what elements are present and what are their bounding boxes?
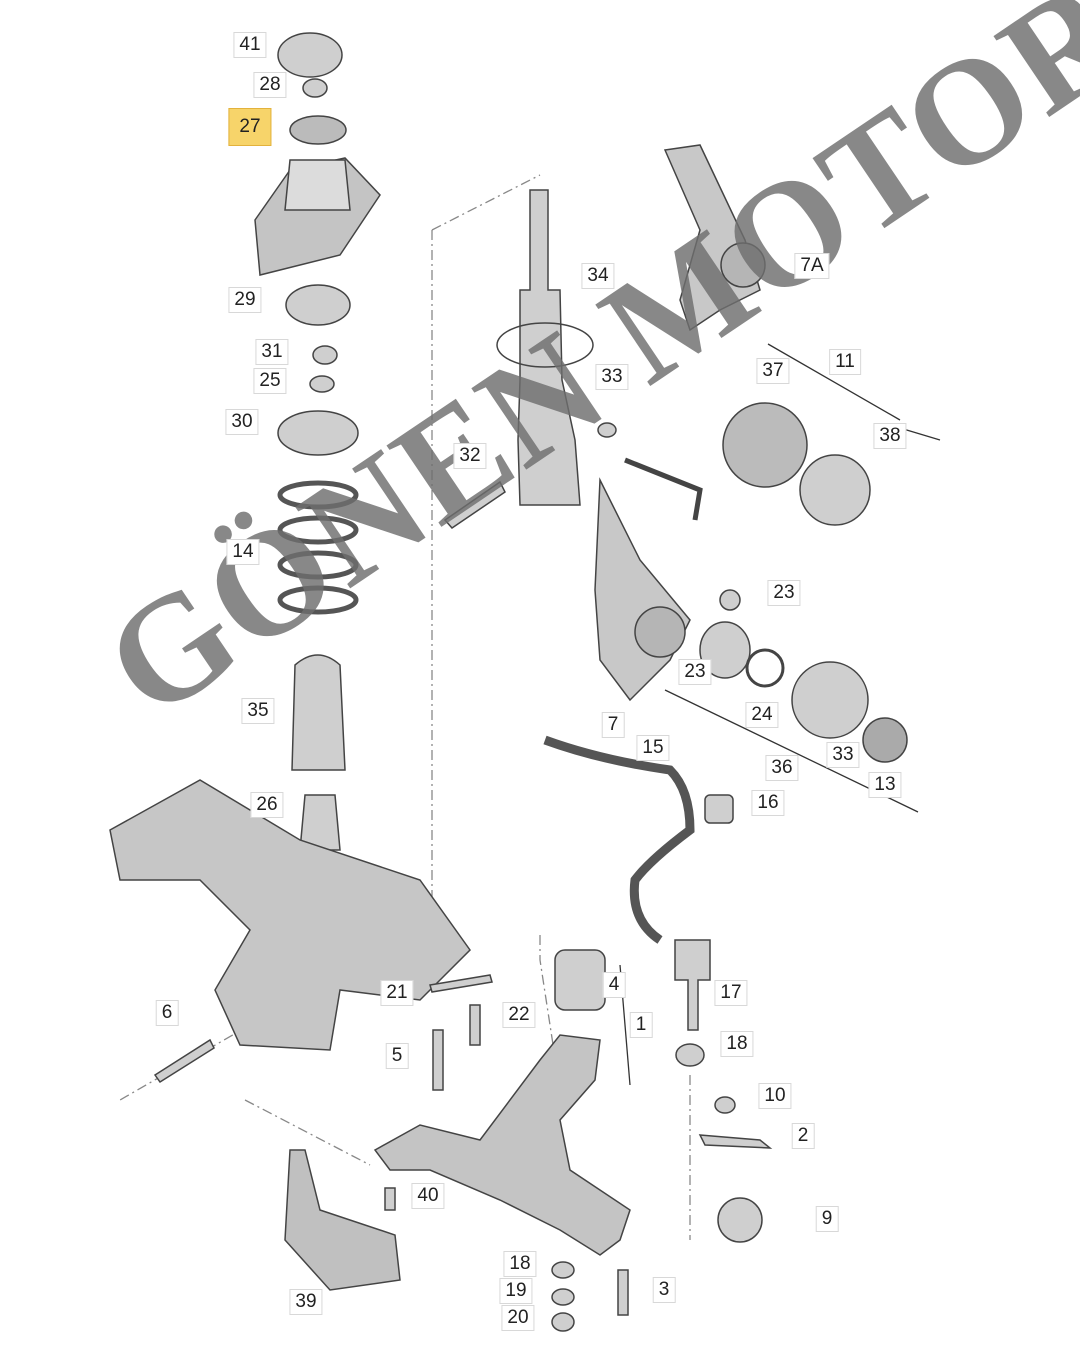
part-label: 28 [253,72,287,98]
part-19-washer [551,1288,575,1306]
part-31-nut [312,345,338,365]
part-18-nut-lower [551,1261,575,1279]
part-label: 37 [756,358,790,384]
part-label: 31 [255,339,289,365]
part-10-nut [714,1096,736,1114]
part-label: 30 [225,409,259,435]
part-label: 3 [652,1277,676,1303]
part-18-nut [675,1043,705,1067]
part-label: 16 [751,790,785,816]
part-38-hub [799,454,871,526]
part-label: 33 [595,364,629,390]
part-34-strut [517,189,581,506]
part-label: 11 [829,349,861,375]
part-label: 7A [794,253,830,279]
assembly-outlines [119,174,691,1240]
part-label: 39 [289,1289,323,1315]
part-label: 41 [233,32,267,58]
part-4-bush [554,949,606,1011]
part-13-nut [862,717,908,763]
part-label: 38 [873,423,907,449]
parts [109,32,908,1332]
part-label: 40 [411,1183,445,1209]
part-label: 14 [226,539,260,565]
part-label: 4 [602,972,626,998]
part-label: 18 [720,1031,754,1057]
part-29-mount [285,284,351,326]
part-14-spring [277,480,359,615]
part-label: 24 [745,702,779,728]
part-23-nut [719,589,741,611]
part-2-plate [698,1134,773,1149]
part-7A-knuckle [663,144,761,332]
tie-rod-end [624,457,703,521]
part-20-nut [551,1312,575,1332]
part-33-nut [597,422,617,438]
part-6-bolt [153,1038,215,1084]
part-23-bearing [699,621,751,679]
part-label: 7 [601,712,625,738]
part-30-seat [277,410,359,456]
part-37-disc [722,402,808,488]
part-24-circlip [745,648,785,688]
part-16-bush [704,794,734,824]
part-label: 25 [253,368,287,394]
part-label: 6 [155,1000,179,1026]
part-label: 5 [385,1043,409,1069]
part-label: 1 [629,1012,653,1038]
part-1-control-arm [373,1034,631,1256]
part-label: 32 [453,443,487,469]
part-35-boot [291,654,346,771]
part-41-cap [277,32,343,78]
part-40-clip [384,1187,396,1211]
part-label: 23 [678,659,712,685]
part-label: 21 [380,980,414,1006]
part-label-highlighted: 27 [228,108,272,146]
part-32-bolt [443,480,506,529]
part-label: 18 [503,1251,537,1277]
part-22-bolt [469,1004,481,1046]
part-21-plate [429,974,493,993]
subframe [109,779,471,1051]
part-27-bearing [289,115,347,145]
part-label: 2 [791,1123,815,1149]
part-28-nut [302,78,328,98]
part-33-hub [791,661,869,739]
part-label: 23 [767,580,801,606]
part-label: 20 [501,1305,535,1331]
part-7-knuckle [594,477,691,702]
part-15-stabilizer [543,735,695,944]
part-9-balljoint [717,1197,763,1243]
part-label: 26 [250,792,284,818]
part-label: 17 [714,980,748,1006]
part-5-bolt [432,1029,444,1091]
part-label: 36 [765,755,799,781]
part-label: 34 [581,263,615,289]
part-label: 9 [815,1206,839,1232]
part-25-washer [309,375,335,393]
part-3-bolt [617,1269,629,1316]
part-26-bumpstop [299,794,341,851]
part-39-shield [284,1149,401,1291]
part-label: 35 [241,698,275,724]
part-label: 22 [502,1002,536,1028]
part-label: 19 [499,1278,533,1304]
part-label: 13 [868,772,902,798]
part-label: 29 [228,287,262,313]
part-label: 33 [826,742,860,768]
part-label: 15 [636,735,670,761]
part-17-link [674,939,711,1031]
part-label: 10 [758,1083,792,1109]
